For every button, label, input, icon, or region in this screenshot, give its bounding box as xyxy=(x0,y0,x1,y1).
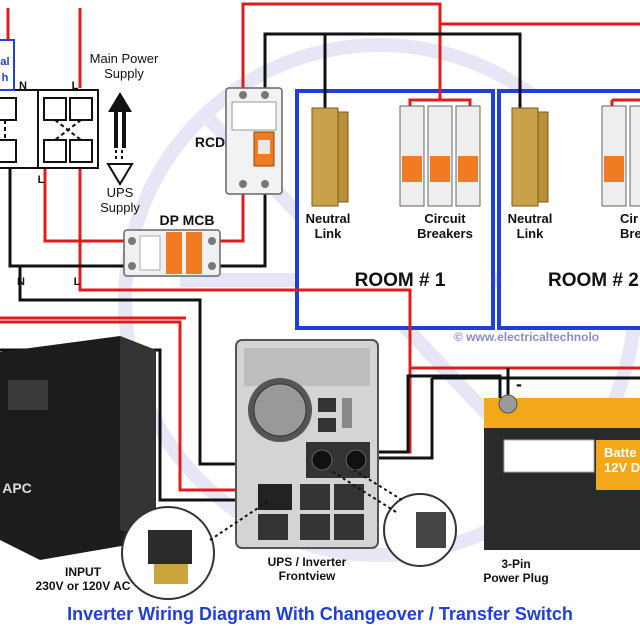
ups-rear-panel xyxy=(235,339,379,549)
neutral-link-1-label: Neutral Link xyxy=(300,211,356,242)
ups-brand: APC xyxy=(2,480,32,496)
room-2-label: ROOM # 2 xyxy=(548,270,639,291)
switch-partial-label-1: al xyxy=(0,56,10,68)
ups-supply-arrow xyxy=(106,150,134,186)
input-leader-1 xyxy=(209,499,271,541)
circuit-breakers-2 xyxy=(601,105,640,207)
battery-line2: 12V D xyxy=(604,459,640,475)
ups-frontview-line1: UPS / Inverter xyxy=(267,555,347,569)
circuit-breakers-2-line2: Bre xyxy=(620,225,640,241)
input-label: INPUT 230V or 120V AC xyxy=(20,565,146,594)
watermark: © www.electricaltechnolo xyxy=(454,331,600,344)
plug-leader-2 xyxy=(329,469,397,513)
main-power-supply-label: Main Power Supply xyxy=(84,51,164,82)
apc-ups-unit xyxy=(0,336,156,560)
neutral-link-2 xyxy=(511,107,549,207)
neutral-link-1-line2: Link xyxy=(314,225,342,241)
input-line1: INPUT xyxy=(65,565,101,579)
switch-l-bottom-label: L xyxy=(37,174,45,186)
plug-line2: Power Plug xyxy=(483,570,549,585)
plug-label: 3-Pin Power Plug xyxy=(474,557,558,586)
ups-supply-label: UPS Supply xyxy=(94,185,146,216)
input-socket-callout xyxy=(121,506,215,600)
battery xyxy=(484,394,640,550)
main-power-arrow xyxy=(108,92,132,148)
battery-line1: Batte xyxy=(604,446,637,460)
plug-line1: 3-Pin xyxy=(501,557,531,571)
rcd-device xyxy=(225,87,283,195)
circuit-breakers-2-line1: Cir xyxy=(620,212,639,226)
circuit-breakers-2-label: Cir Bre xyxy=(620,212,640,242)
ups-frontview-line2: Frontview xyxy=(278,568,336,583)
main-power-supply-line1: Main Power xyxy=(89,51,159,66)
battery-dc-wire xyxy=(368,374,502,454)
bottom-n-label: N xyxy=(17,276,25,288)
changeover-switch xyxy=(0,39,99,169)
battery-minus: - xyxy=(516,374,522,394)
circuit-breakers-1-line2: Breakers xyxy=(417,225,473,241)
circuit-breakers-1-label: Circuit Breakers xyxy=(412,211,478,242)
ups-supply-line1: UPS xyxy=(106,185,134,200)
plug-callout xyxy=(383,493,457,567)
room-1-label: ROOM # 1 xyxy=(354,270,446,291)
dp-mcb-device xyxy=(123,229,221,277)
input-line2: 230V or 120V AC xyxy=(35,578,131,593)
rcd-label: RCD xyxy=(194,134,226,150)
main-power-supply-line2: Supply xyxy=(104,65,144,81)
dp-mcb-label: DP MCB xyxy=(159,212,215,228)
circuit-breakers-1-line1: Circuit xyxy=(424,211,466,226)
battery-label: Batte 12V D xyxy=(604,446,640,476)
neutral-link-1-line1: Neutral xyxy=(305,211,351,226)
neutral-link-2-line1: Neutral xyxy=(507,211,553,226)
ups-frontview-label: UPS / Inverter Frontview xyxy=(252,555,362,584)
bottom-l-label: L xyxy=(73,276,81,288)
neutral-link-2-label: Neutral Link xyxy=(502,211,558,242)
switch-n-label: N xyxy=(19,80,27,92)
circuit-breakers-1 xyxy=(399,105,481,207)
switch-partial-label-2: h xyxy=(1,72,9,84)
neutral-link-1 xyxy=(311,107,349,207)
live-wires xyxy=(0,2,640,492)
diagram-title: Inverter Wiring Diagram With Changeover … xyxy=(67,604,573,624)
switch-l-label: L xyxy=(71,80,79,92)
ups-supply-line2: Supply xyxy=(100,199,140,215)
neutral-link-2-line2: Link xyxy=(516,225,544,241)
